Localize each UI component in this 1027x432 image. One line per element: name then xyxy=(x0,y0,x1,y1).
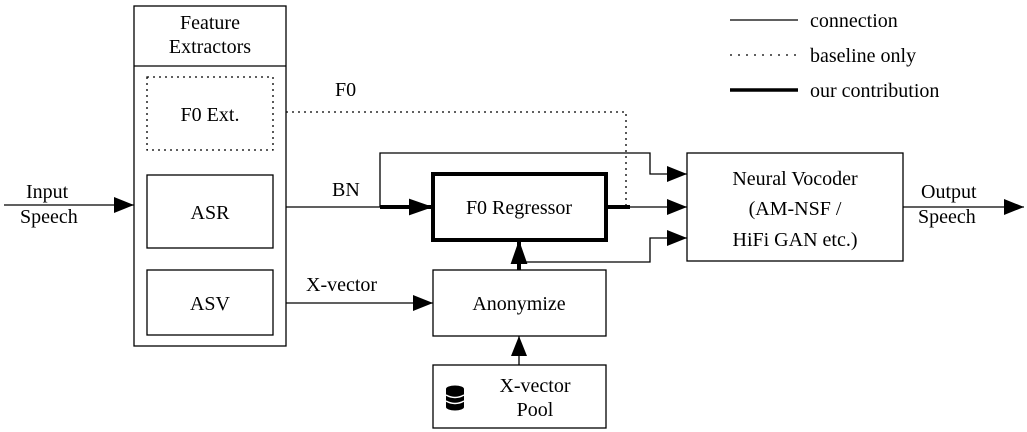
database-icon xyxy=(445,385,465,411)
f0-edge-label: F0 xyxy=(335,79,356,101)
legend-connection-label: connection xyxy=(810,10,898,32)
f0-ext-box xyxy=(146,76,274,151)
asr-box xyxy=(146,174,274,249)
input-speech-line2: Speech xyxy=(20,206,78,228)
xvector-pool-label-line2: Pool xyxy=(517,399,554,421)
neural-vocoder-line2: (AM-NSF / xyxy=(749,198,842,220)
xvector-pool-label-line1: X-vector xyxy=(499,375,570,397)
neural-vocoder-line1: Neural Vocoder xyxy=(732,168,858,190)
feature-extractors: Feature Extractors F0 Ext. ASR ASV xyxy=(133,5,287,347)
asv-label: ASV xyxy=(190,293,231,315)
output-speech-line1: Output xyxy=(921,181,977,203)
bn-to-vocoder-arrow xyxy=(379,152,687,207)
legend: connection baseline only our contributio… xyxy=(730,10,939,102)
f0-ext-label: F0 Ext. xyxy=(181,104,240,126)
anonymize-label: Anonymize xyxy=(472,293,565,315)
asv-box xyxy=(146,269,274,336)
neural-vocoder-line3: HiFi GAN etc.) xyxy=(733,229,858,251)
f0-regressor-box xyxy=(431,172,608,242)
feature-extractors-title-line2: Extractors xyxy=(169,36,251,58)
f0-baseline-path xyxy=(286,111,627,207)
feature-extractors-title-line1: Feature xyxy=(180,12,240,34)
f0-regressor-label: F0 Regressor xyxy=(466,197,572,219)
legend-baseline-label: baseline only xyxy=(810,45,916,67)
asr-label: ASR xyxy=(191,202,231,224)
output-speech-line2: Speech xyxy=(918,206,976,228)
legend-contribution-label: our contribution xyxy=(810,80,939,102)
bn-edge-label: BN xyxy=(332,179,360,201)
feature-extractors-box xyxy=(133,5,287,347)
xvector-edge-label: X-vector xyxy=(306,274,377,296)
anonymize-to-vocoder-arrow xyxy=(519,230,687,263)
input-speech-line1: Input xyxy=(26,181,69,203)
